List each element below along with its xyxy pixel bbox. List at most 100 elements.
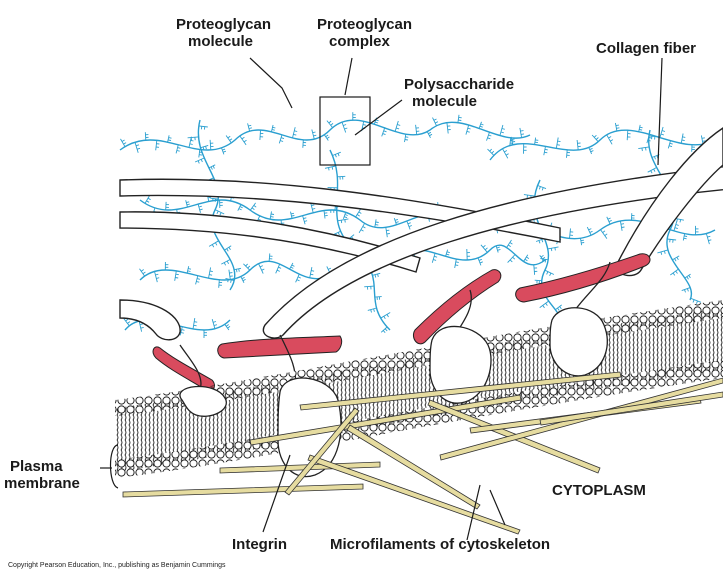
- bristle-twig: [680, 220, 681, 223]
- bristle-twig: [141, 270, 144, 272]
- bristle: [607, 217, 610, 224]
- bristle-twig: [198, 161, 199, 164]
- bristle: [548, 247, 559, 249]
- bristle: [581, 238, 582, 245]
- bristle-twig: [212, 245, 214, 248]
- bristle-twig: [662, 131, 665, 132]
- bristle-twig: [229, 247, 231, 250]
- bristle-twig: [654, 157, 655, 160]
- bristle: [270, 211, 271, 219]
- fibronectin: [153, 347, 214, 391]
- bristle: [648, 168, 657, 173]
- bristle-twig: [262, 269, 265, 270]
- bristle-twig: [213, 166, 214, 169]
- label-plasma-membrane-line1: Plasma: [4, 458, 80, 475]
- bristle: [589, 148, 592, 154]
- bristle-twig: [405, 140, 408, 141]
- bristle-twig: [211, 167, 212, 170]
- bristle-twig: [467, 131, 470, 132]
- bristle: [375, 297, 382, 298]
- bristle-twig: [525, 259, 528, 261]
- bristle-twig: [190, 144, 193, 145]
- bristle: [145, 132, 146, 140]
- bristle-twig: [504, 151, 507, 152]
- bristle-twig: [329, 121, 331, 123]
- bristle-twig: [446, 254, 449, 255]
- bristle: [196, 276, 198, 285]
- label-plasma-membrane: Plasma membrane: [4, 458, 80, 492]
- bristle: [303, 140, 304, 148]
- bristle-twig: [148, 198, 151, 200]
- bristle: [382, 128, 385, 136]
- bristle-twig: [331, 123, 333, 125]
- label-polysaccharide-molecule-line2: molecule: [404, 93, 514, 110]
- bristle: [535, 138, 536, 145]
- bristle: [368, 308, 377, 310]
- bristle-twig: [188, 269, 191, 270]
- bristle-twig: [371, 310, 372, 313]
- bristle-twig: [239, 209, 242, 210]
- bristle-twig: [622, 227, 625, 228]
- fibronectin: [516, 254, 650, 302]
- bristle-twig: [374, 309, 375, 312]
- bristle: [293, 127, 296, 138]
- bristle-twig: [175, 278, 178, 279]
- bristle-twig: [642, 148, 643, 151]
- leader-polysaccharide: [355, 100, 402, 135]
- bristle: [135, 142, 138, 153]
- bristle-twig: [244, 140, 247, 142]
- bristle-twig: [480, 126, 483, 127]
- bristle-twig: [501, 132, 504, 133]
- bristle-twig: [551, 248, 552, 251]
- bristle-twig: [483, 245, 485, 247]
- bristle-twig: [481, 124, 484, 125]
- bristle: [222, 148, 224, 155]
- bristle-twig: [693, 300, 694, 303]
- bristle-twig: [291, 213, 294, 214]
- bristle: [198, 204, 200, 213]
- bristle: [279, 135, 282, 144]
- bristle-twig: [338, 232, 339, 235]
- bristle-twig: [489, 135, 492, 136]
- label-proteoglycan-molecule: Proteoglycan molecule: [176, 16, 271, 50]
- bristle: [201, 145, 209, 147]
- bristle: [359, 223, 365, 233]
- bristle-twig: [675, 259, 677, 262]
- bristle: [627, 130, 628, 140]
- bristle: [193, 318, 195, 329]
- bristle: [447, 123, 448, 134]
- bristle-twig: [687, 289, 688, 292]
- bristle: [240, 136, 246, 145]
- bristle-twig: [384, 131, 387, 132]
- bristle-twig: [434, 119, 437, 120]
- bristle-twig: [609, 220, 612, 221]
- bristle-twig: [292, 216, 295, 217]
- bristle-twig: [252, 208, 254, 210]
- bristle: [657, 250, 668, 253]
- bristle: [681, 134, 683, 144]
- bristle-twig: [197, 279, 200, 280]
- bristle-twig: [310, 274, 313, 275]
- bristle-twig: [341, 220, 342, 223]
- bristle-twig: [375, 122, 378, 123]
- bristle-twig: [539, 241, 540, 244]
- bristle-twig: [201, 159, 202, 162]
- bristle: [535, 280, 542, 281]
- bristle-twig: [684, 238, 687, 239]
- bristle-twig: [177, 151, 180, 152]
- bristle-twig: [311, 205, 314, 206]
- bristle: [215, 210, 224, 214]
- bristle-twig: [155, 274, 158, 275]
- bristle: [455, 259, 457, 268]
- bristle-twig: [384, 316, 386, 319]
- fibronectin: [218, 336, 342, 358]
- bristle-twig: [176, 274, 179, 275]
- bristle-twig: [546, 303, 548, 305]
- bristle-twig: [376, 222, 379, 223]
- bristle-twig: [345, 220, 346, 223]
- bristle-twig: [344, 217, 347, 218]
- bristle-twig: [312, 209, 315, 210]
- bristle-twig: [433, 260, 436, 261]
- bristle: [682, 288, 691, 291]
- bristle-twig: [156, 278, 159, 279]
